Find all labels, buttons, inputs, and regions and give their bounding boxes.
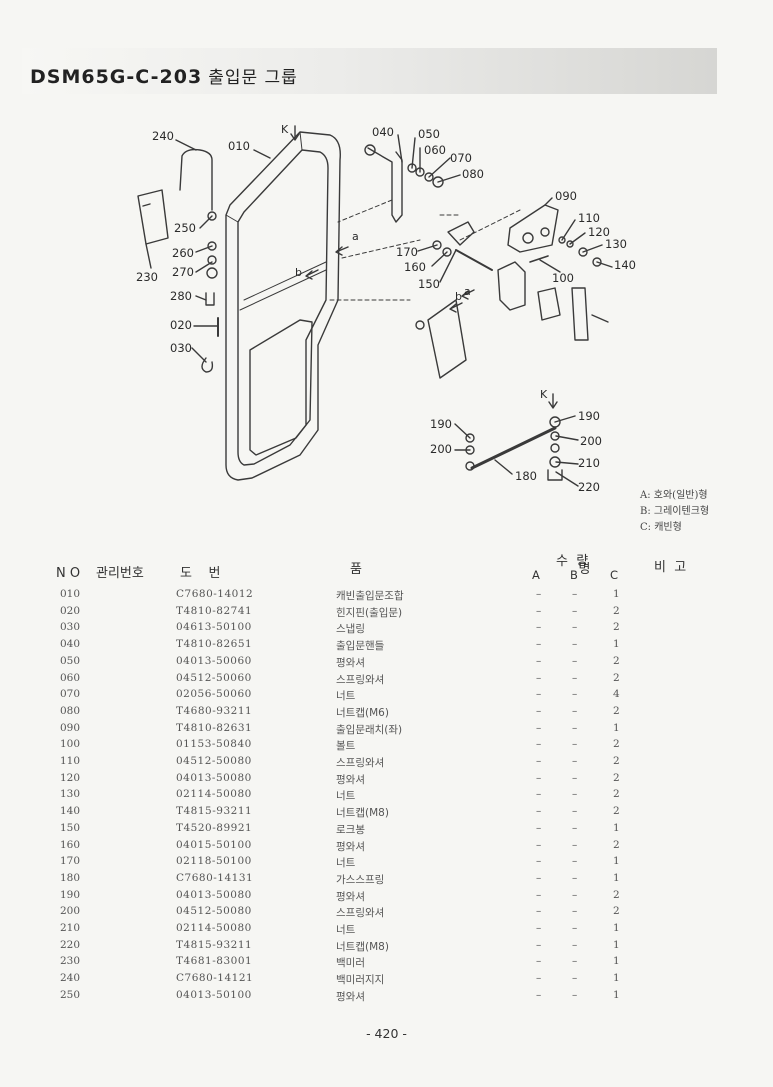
letter-a-door: a (352, 230, 359, 243)
mirror-230 (137, 189, 169, 245)
label-210: 210 (578, 456, 600, 470)
page-title-kr: 출입문 그룹 (208, 68, 298, 88)
label-270: 270 (172, 265, 194, 279)
label-160: 160 (404, 260, 426, 274)
model-legend: A: 호와(일반)형 B: 그레이텐크형 C: 캐빈형 (640, 488, 709, 536)
label-170: 170 (396, 245, 418, 259)
letter-k-bottom: K (540, 388, 548, 401)
header-mgmt-no: 관리번호 (96, 566, 144, 581)
door-frame-outer (225, 131, 341, 481)
header-remark: 비 고 (654, 560, 687, 575)
label-250: 250 (174, 221, 196, 235)
label-040: 040 (372, 125, 394, 139)
bracket-100 (497, 261, 526, 311)
door-frame-inner (237, 149, 329, 466)
letter-a-latch: a (464, 285, 471, 298)
label-240: 240 (152, 129, 174, 143)
label-100: 100 (552, 271, 574, 285)
label-090: 090 (555, 189, 577, 203)
lock-plate (427, 299, 467, 379)
legend-a: A: 호와(일반)형 (640, 490, 708, 501)
label-230: 230 (136, 270, 158, 284)
label-140: 140 (614, 258, 636, 272)
label-070: 070 (450, 151, 472, 165)
header-qty-b: B (570, 568, 578, 582)
label-060: 060 (424, 143, 446, 157)
header-no: N O (56, 566, 81, 581)
latch-090 (507, 204, 559, 253)
mirror-stay-240 (179, 148, 213, 211)
header-qty-a: A (532, 568, 540, 582)
label-200-right: 200 (580, 434, 602, 448)
label-190-left: 190 (430, 417, 452, 431)
label-220: 220 (578, 480, 600, 494)
label-020: 020 (170, 318, 192, 332)
handle-040 (367, 147, 403, 223)
header-drawing-no: 도 번 (180, 566, 221, 581)
label-030: 030 (170, 341, 192, 355)
label-010: 010 (228, 139, 250, 153)
label-190-right: 190 (578, 409, 600, 423)
exploded-parts-diagram: 240 010 040 050 060 070 080 090 110 120 … (136, 123, 636, 494)
label-200-left: 200 (430, 442, 452, 456)
page-code: DSM65G-C-203 (30, 66, 203, 88)
legend-b: B: 그레이텐크형 (640, 506, 710, 517)
gas-spring-180 (470, 426, 557, 470)
letter-k-top: K (281, 123, 289, 136)
legend-c: C: 캐빈형 (640, 522, 682, 533)
header-qty-c: C (610, 568, 619, 582)
page-number: - 420 - (366, 1026, 407, 1041)
header-qty: 수 량 (556, 554, 589, 569)
letter-b-door: b (295, 266, 302, 279)
door-lower-panel (249, 319, 313, 456)
letter-b-latch: b (455, 290, 462, 303)
label-260: 260 (172, 246, 194, 260)
label-080: 080 (462, 167, 484, 181)
label-050: 050 (418, 127, 440, 141)
label-130: 130 (605, 237, 627, 251)
header-band (22, 48, 717, 94)
label-180: 180 (515, 469, 537, 483)
label-110: 110 (578, 211, 600, 225)
label-150: 150 (418, 277, 440, 291)
label-120: 120 (588, 225, 610, 239)
label-280: 280 (170, 289, 192, 303)
header-part-name: 품 명 (350, 562, 631, 577)
